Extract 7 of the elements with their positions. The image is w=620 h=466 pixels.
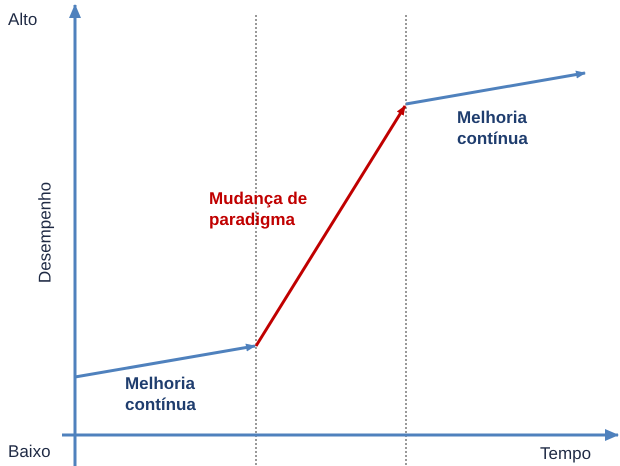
annotation-text: Mudança de paradigma bbox=[209, 188, 308, 230]
axis-label: Alto bbox=[8, 9, 38, 30]
axis-title: Tempo bbox=[540, 443, 592, 464]
axis-label: Baixo bbox=[8, 441, 51, 462]
annotation-text: Melhoria contínua bbox=[125, 373, 197, 415]
annotation-text: Melhoria contínua bbox=[457, 107, 529, 149]
axis-title: Desempenho bbox=[34, 180, 56, 286]
